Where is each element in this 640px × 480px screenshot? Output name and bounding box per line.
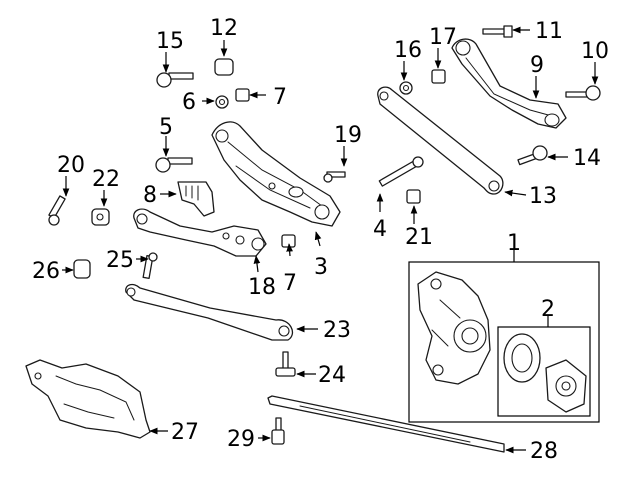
part-1-knuckle-group [408, 261, 600, 423]
part-18-trailing-arm [133, 208, 267, 257]
callout-23: 23 [323, 318, 351, 343]
callout-6: 6 [182, 90, 196, 115]
callout-4: 4 [373, 217, 387, 242]
part-24-bolt [275, 351, 296, 377]
callout-20: 20 [57, 153, 85, 178]
part-15-bolt [156, 72, 194, 88]
callout-29: 29 [227, 427, 255, 452]
part-23-lower-link [125, 283, 293, 341]
part-2-hub-group [497, 326, 591, 417]
part-8-bracket [177, 181, 215, 217]
callout-21: 21 [405, 225, 433, 250]
leader-lines [62, 26, 599, 454]
part-20-bolt [48, 195, 66, 226]
part-21-nut [406, 189, 421, 204]
part-28-strip [267, 395, 505, 453]
part-12-nut [214, 58, 234, 76]
callout-2: 2 [541, 297, 555, 322]
callout-17: 17 [429, 25, 457, 50]
part-16-washer [399, 81, 413, 95]
callout-5: 5 [159, 115, 173, 140]
part-9-upper-control-arm [451, 38, 567, 129]
part-3-lower-control-arm [211, 121, 341, 227]
callout-3: 3 [314, 255, 328, 280]
part-11-bolt [482, 25, 513, 38]
callout-8: 8 [143, 183, 157, 208]
part-17-nut [431, 69, 446, 84]
callout-1: 1 [507, 231, 521, 256]
callout-7-upper: 7 [273, 85, 287, 110]
callout-10: 10 [581, 39, 609, 64]
callout-18: 18 [248, 275, 276, 300]
part-25-bolt [142, 252, 158, 280]
part-5-bolt [155, 157, 193, 173]
callout-9: 9 [530, 53, 544, 78]
callout-26: 26 [32, 259, 60, 284]
callout-13: 13 [529, 184, 557, 209]
part-7-nut-upper [235, 88, 250, 102]
callout-7-lower: 7 [283, 271, 297, 296]
callout-19: 19 [334, 123, 362, 148]
callout-24: 24 [318, 363, 346, 388]
part-19-bolt [323, 171, 346, 183]
part-6-washer [215, 95, 229, 109]
part-14-bolt [517, 145, 548, 166]
part-27-shield [25, 359, 151, 439]
part-29-bolt [271, 417, 285, 445]
callout-22: 22 [92, 167, 120, 192]
callout-11: 11 [535, 19, 563, 44]
callout-16: 16 [394, 38, 422, 63]
part-4-bolt [378, 156, 424, 187]
callout-labels: 1 2 3 4 5 6 7 7 8 9 10 11 12 13 14 15 16… [32, 16, 609, 464]
callout-25: 25 [106, 248, 134, 273]
callout-14: 14 [573, 146, 601, 171]
callout-15: 15 [156, 29, 184, 54]
callout-28: 28 [530, 439, 558, 464]
hardware [48, 25, 601, 445]
part-13-link [377, 86, 504, 195]
callout-27: 27 [171, 420, 199, 445]
part-22-bushing [91, 208, 110, 226]
part-26-bushing [73, 259, 91, 279]
callout-12: 12 [210, 16, 238, 41]
part-10-bolt [565, 85, 601, 101]
